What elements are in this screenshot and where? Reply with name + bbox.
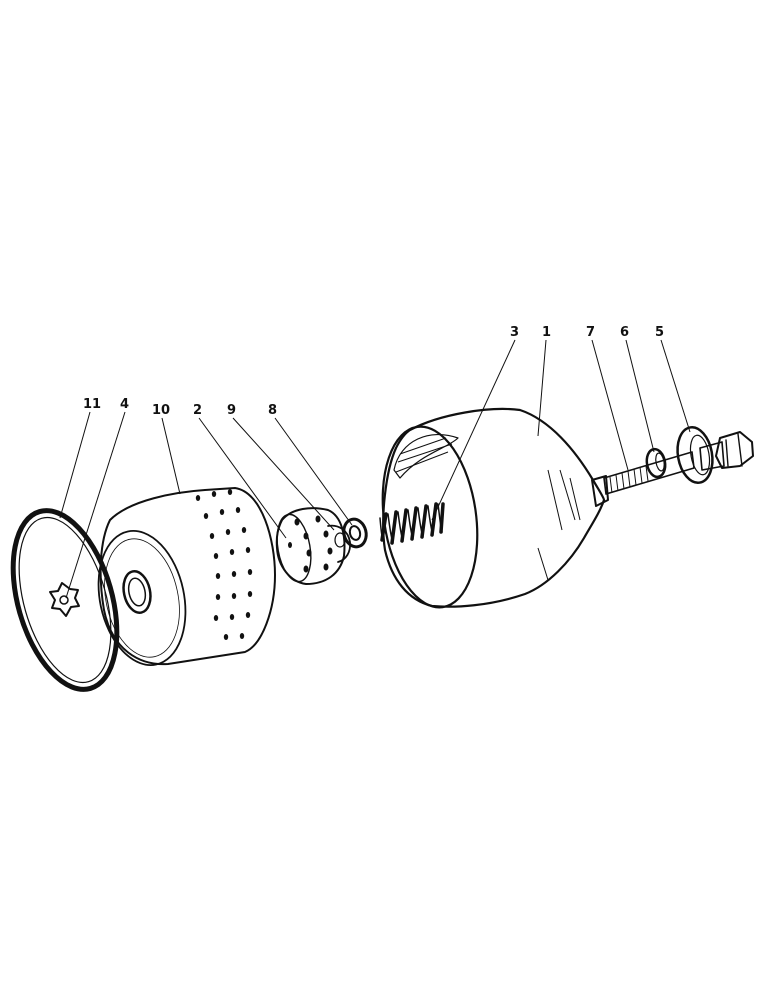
callout-7: 7 [586,325,595,340]
callout-4: 4 [120,397,129,412]
callout-labels: 11 4 10 2 9 8 3 1 7 6 5 [83,325,664,418]
leader-lines [59,339,691,599]
leader-4 [65,411,126,599]
leader-3 [431,339,516,521]
leader-6 [625,339,655,453]
part-10-filter-element [97,487,276,666]
leader-11 [59,411,91,519]
part-5-large-washer [676,426,714,484]
callout-5: 5 [655,325,664,340]
callout-1: 1 [542,325,551,340]
part-4-star-washer [49,582,80,617]
callout-3: 3 [510,325,519,340]
part-3-spring [379,502,445,545]
callout-6: 6 [620,325,629,340]
callout-2: 2 [193,403,202,418]
filter-perforations [195,489,253,640]
leader-10 [161,417,181,495]
part-8-washer [342,517,368,549]
leader-1 [537,339,547,437]
callout-9: 9 [227,403,236,418]
leader-5 [660,339,691,433]
callout-8: 8 [268,403,277,418]
part-6-bolt-washer [645,447,667,479]
leader-7 [591,339,629,471]
leader-8 [274,417,353,526]
leader-9 [232,417,335,531]
part-9-cap-spigot [327,524,351,563]
leader-2 [198,417,287,539]
part-7-centre-bolt [603,431,754,495]
part-2-perforated-cap [275,507,346,585]
callout-10: 10 [152,403,170,418]
callout-11: 11 [83,397,101,412]
part-1-filter-bowl [381,407,609,609]
